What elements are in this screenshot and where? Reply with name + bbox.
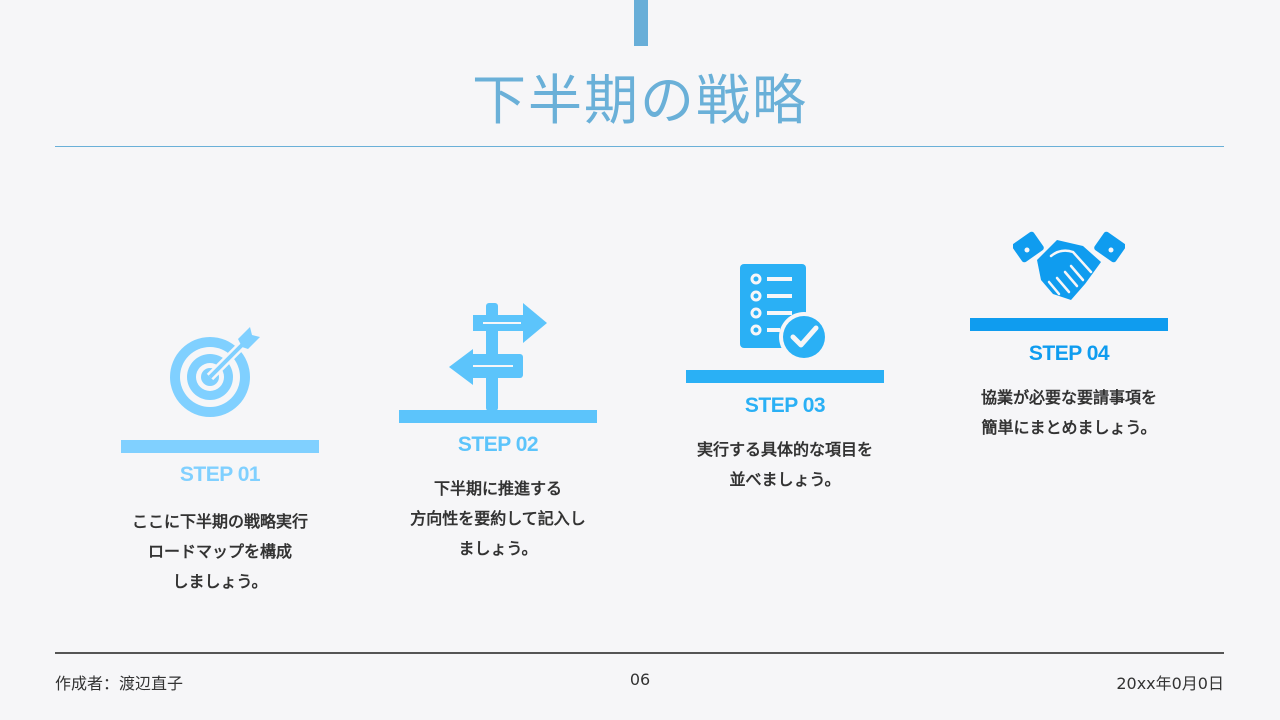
step-01-label: STEP 01 (179, 463, 261, 486)
footer-date: 20xx年0月0日 (1116, 674, 1224, 693)
footer-author: 作成者：渡辺直子 (55, 674, 184, 693)
target-icon (121, 325, 319, 420)
step-03-description: 実行する具体的な項目を 並べましょう。 (656, 435, 914, 495)
desc-line: 方向性を要約して記入し (410, 509, 586, 528)
step-01-bar (121, 440, 319, 453)
step-02-description: 下半期に推進する 方向性を要約して記入し ましょう。 (369, 474, 627, 564)
step-02-bar (399, 410, 597, 423)
footer-divider (55, 652, 1224, 654)
desc-line: ここに下半期の戦略実行 (131, 512, 308, 531)
step-01-description: ここに下半期の戦略実行 ロードマップを構成 しましょう。 (91, 507, 349, 597)
desc-line: ましょう。 (458, 539, 538, 558)
desc-line: 下半期に推進する (433, 479, 562, 498)
desc-line: 実行する具体的な項目を (696, 440, 873, 459)
checklist-icon (686, 264, 884, 360)
slide-title: 下半期の戦略 (472, 69, 808, 132)
page-number: 06 (629, 670, 651, 689)
step-03-label: STEP 03 (744, 394, 826, 417)
step-04-bar (970, 318, 1168, 331)
step-04-label: STEP 04 (1028, 342, 1110, 365)
desc-line: 協業が必要な要請事項を (980, 388, 1157, 407)
signpost-icon (399, 303, 597, 411)
step-02-label: STEP 02 (457, 433, 539, 456)
title-divider (55, 146, 1224, 147)
handshake-icon (970, 222, 1168, 306)
step-03-bar (686, 370, 884, 383)
accent-tab (634, 0, 648, 46)
desc-line: 並べましょう。 (729, 470, 841, 489)
step-04-description: 協業が必要な要請事項を 簡単にまとめましょう。 (940, 383, 1198, 443)
desc-line: しましょう。 (172, 572, 268, 591)
desc-line: 簡単にまとめましょう。 (981, 418, 1157, 437)
desc-line: ロードマップを構成 (147, 542, 292, 561)
